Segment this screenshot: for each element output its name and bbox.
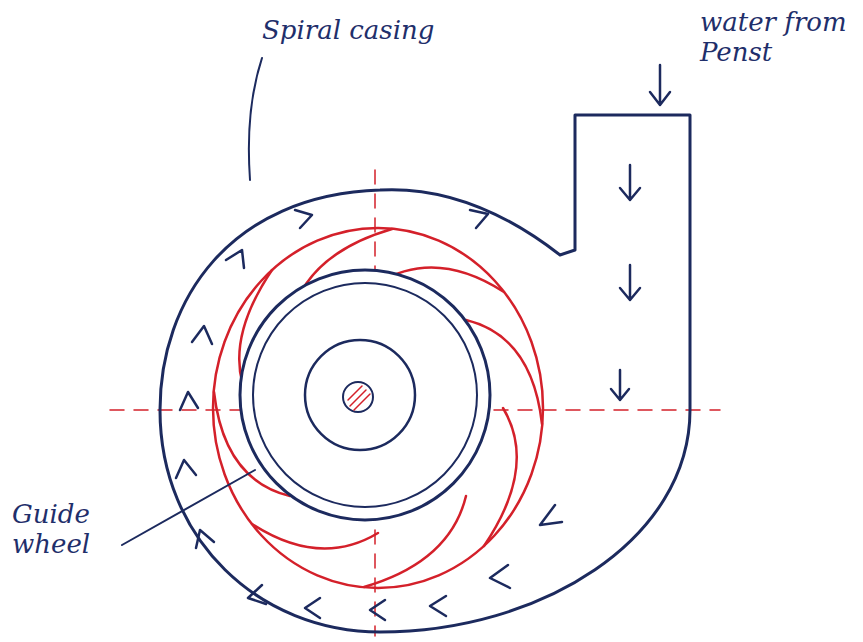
part-label: water from Penst: [700, 8, 850, 68]
flow-arrows: [176, 65, 670, 620]
guide-vanes: [214, 229, 542, 587]
shaft-hatch: [348, 386, 370, 410]
hub: [305, 340, 415, 450]
guide-ring: [213, 228, 543, 588]
leader-line: [122, 470, 255, 545]
runner: [253, 283, 477, 507]
leader-line: [249, 58, 262, 180]
spiral-casing: [160, 115, 690, 632]
part-label: Spiral casing: [262, 16, 462, 46]
shaft: [343, 382, 373, 412]
part-label: Guide wheel: [12, 500, 122, 560]
runner: [240, 270, 490, 520]
